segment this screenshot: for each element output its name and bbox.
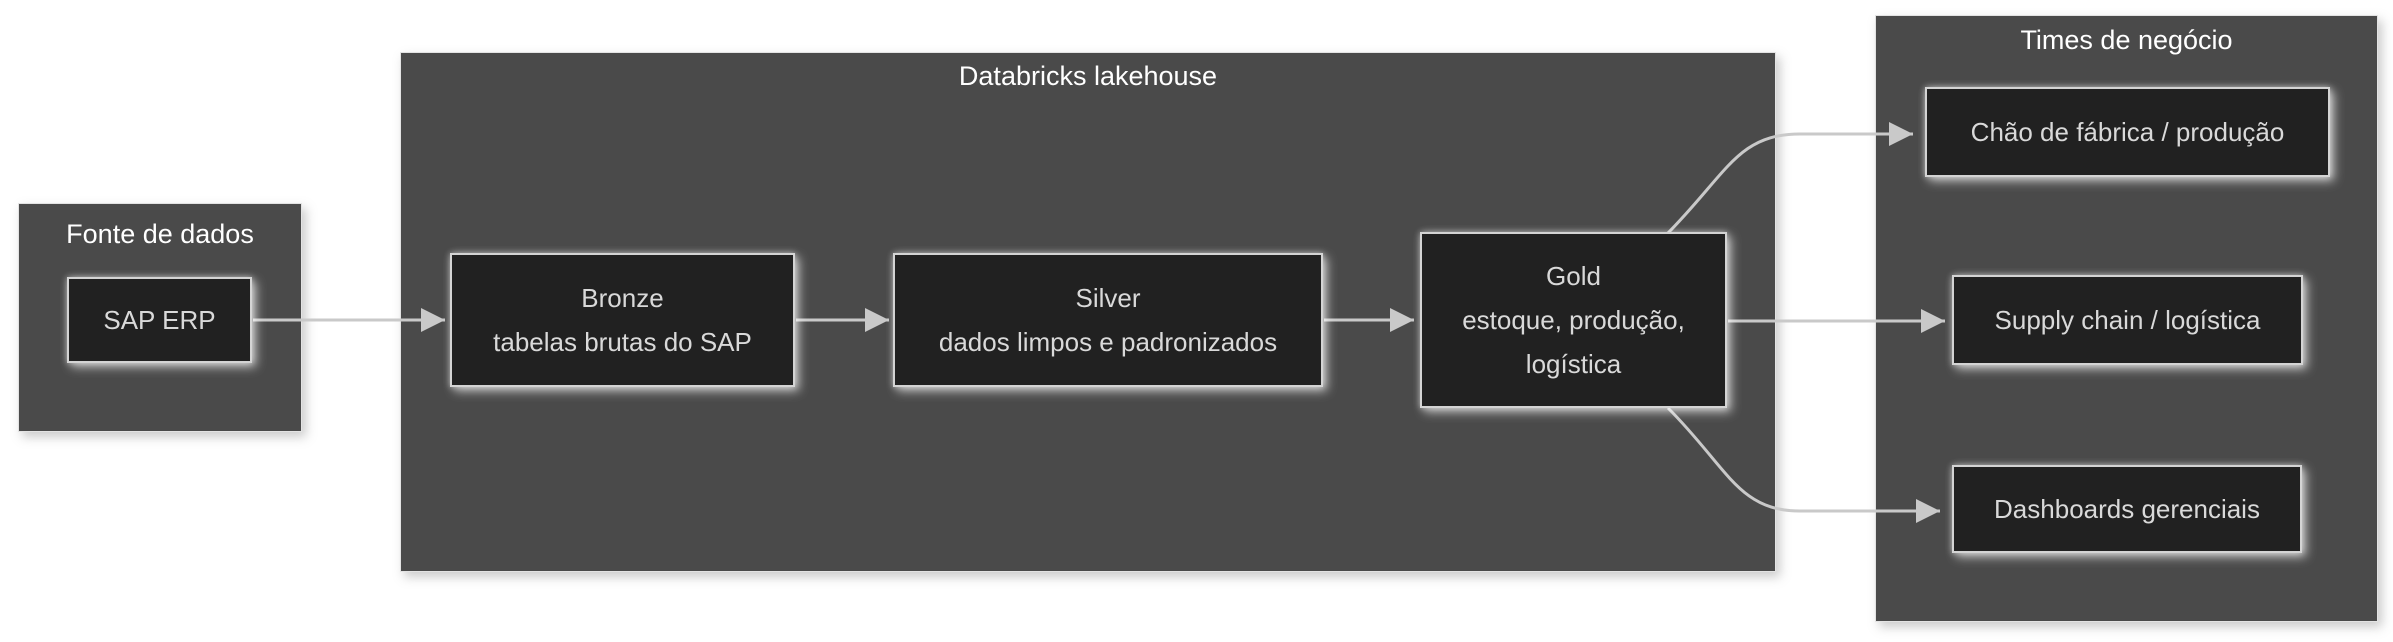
node-silver-subtitle: dados limpos e padronizados xyxy=(938,327,1278,357)
node-gold-title: Gold xyxy=(1546,261,1601,291)
group-title-times-de-negocio: Times de negócio xyxy=(2020,25,2233,55)
node-dashboards-gerenciais: Dashboards gerenciais xyxy=(1952,465,2302,553)
node-chao-de-fabrica-producao: Chão de fábrica / produção xyxy=(1925,87,2330,177)
node-chao-de-fabrica-label: Chão de fábrica / produção xyxy=(1970,117,2285,147)
node-bronze-subtitle: tabelas brutas do SAP xyxy=(493,327,752,357)
node-dashboards-label: Dashboards gerenciais xyxy=(1994,494,2260,524)
node-bronze-title: Bronze xyxy=(581,283,664,313)
node-supply-chain-logistica: Supply chain / logística xyxy=(1952,275,2303,365)
node-bronze: Bronze tabelas brutas do SAP xyxy=(450,253,795,387)
group-title-fonte-de-dados: Fonte de dados xyxy=(66,219,254,249)
node-sap-erp-label: SAP ERP xyxy=(103,305,216,335)
node-gold-subtitle-line1: estoque, produção, xyxy=(1462,305,1685,335)
node-gold-subtitle-line2: logística xyxy=(1525,349,1622,379)
group-fonte-de-dados: Fonte de dados xyxy=(18,203,302,432)
node-sap-erp: SAP ERP xyxy=(67,277,252,363)
group-title-databricks-lakehouse: Databricks lakehouse xyxy=(958,61,1218,91)
node-silver-title: Silver xyxy=(1075,283,1141,313)
node-gold: Gold estoque, produção, logística xyxy=(1420,232,1727,408)
node-supply-chain-label: Supply chain / logística xyxy=(1994,305,2261,335)
node-silver: Silver dados limpos e padronizados xyxy=(893,253,1323,387)
